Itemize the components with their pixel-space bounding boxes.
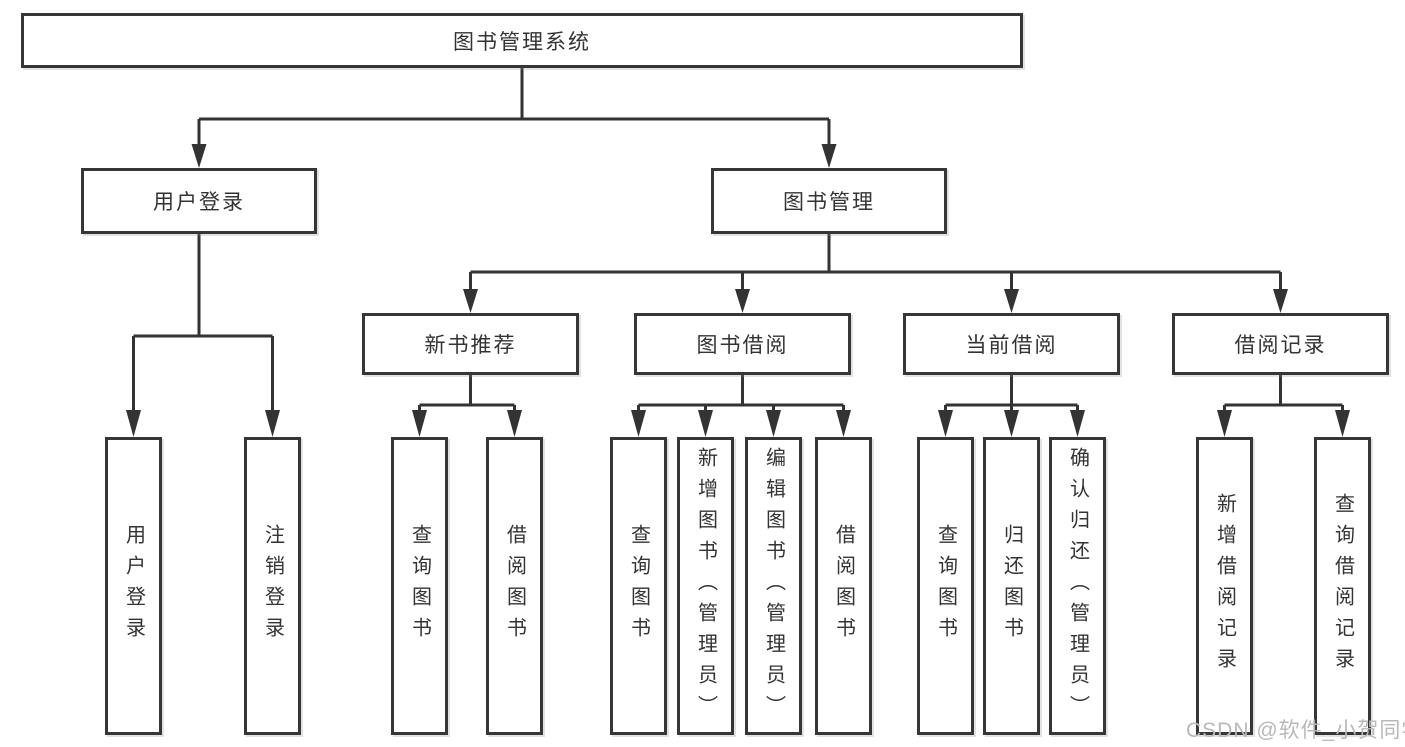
node-label: 图书借阅 xyxy=(696,334,789,357)
node-label: 图书管理系统 xyxy=(453,30,591,54)
node-label: 查询图书 xyxy=(627,524,650,648)
leaf-nbr-borrow-books: 借阅图书 xyxy=(486,437,543,735)
node-library-management-system: 图书管理系统 xyxy=(21,13,1023,68)
edge-newbook-to-leaves xyxy=(412,375,522,437)
leaf-br-query-borrow-record: 查询借阅记录 xyxy=(1314,437,1371,735)
leaf-bb-borrow-books: 借阅图书 xyxy=(815,437,872,735)
node-label: 当前借阅 xyxy=(965,334,1058,357)
node-current-borrowing: 当前借阅 xyxy=(903,313,1120,375)
node-label: 新增图书（管理员） xyxy=(694,446,717,726)
leaf-nbr-query-books: 查询图书 xyxy=(391,437,448,735)
leaf-logout: 注销登录 xyxy=(244,437,301,735)
node-label: 图书管理 xyxy=(783,191,875,214)
leaf-bb-edit-books-admin: 编辑图书（管理员） xyxy=(745,437,802,735)
node-label: 借阅图书 xyxy=(503,524,526,648)
leaf-bb-add-books-admin: 新增图书（管理员） xyxy=(677,437,734,735)
node-user-login: 用户登录 xyxy=(81,168,317,234)
edge-bookmgmt-to-level2 xyxy=(463,234,1288,313)
node-label: 确认归还（管理员） xyxy=(1066,446,1089,726)
node-label: 查询借阅记录 xyxy=(1331,493,1354,679)
leaf-bb-query-books: 查询图书 xyxy=(610,437,667,735)
node-label: 查询图书 xyxy=(408,524,431,648)
edge-root-to-level1 xyxy=(191,67,837,168)
node-label: 新书推荐 xyxy=(424,334,517,357)
node-label: 注销登录 xyxy=(261,524,284,648)
edge-currentborrow-to-leaves xyxy=(938,375,1085,437)
edge-userlogin-to-leaves xyxy=(126,234,280,437)
csdn-watermark: CSDN @软件_小贺同学 xyxy=(1186,719,1405,742)
node-label: 用户登录 xyxy=(153,191,245,214)
node-label: 归还图书 xyxy=(1000,524,1023,648)
node-label: 查询图书 xyxy=(934,524,957,648)
node-borrowing-records: 借阅记录 xyxy=(1172,313,1389,375)
node-label: 借阅记录 xyxy=(1234,334,1327,357)
leaf-cb-query-books: 查询图书 xyxy=(917,437,974,735)
leaf-cb-confirm-return-admin: 确认归还（管理员） xyxy=(1049,437,1106,735)
edge-borrowrecords-to-leaves xyxy=(1217,375,1350,437)
node-new-book-recommendation: 新书推荐 xyxy=(362,313,579,375)
node-label: 新增借阅记录 xyxy=(1213,493,1236,679)
node-book-management: 图书管理 xyxy=(711,168,947,234)
node-label: 借阅图书 xyxy=(832,524,855,648)
leaf-cb-return-books: 归还图书 xyxy=(983,437,1040,735)
leaf-br-add-borrow-record: 新增借阅记录 xyxy=(1196,437,1253,735)
node-book-borrowing: 图书借阅 xyxy=(634,313,851,375)
leaf-user-login: 用户登录 xyxy=(105,437,162,735)
node-label: 编辑图书（管理员） xyxy=(762,446,785,726)
node-label: 用户登录 xyxy=(122,524,145,648)
edge-bookborrow-to-leaves xyxy=(631,375,851,437)
